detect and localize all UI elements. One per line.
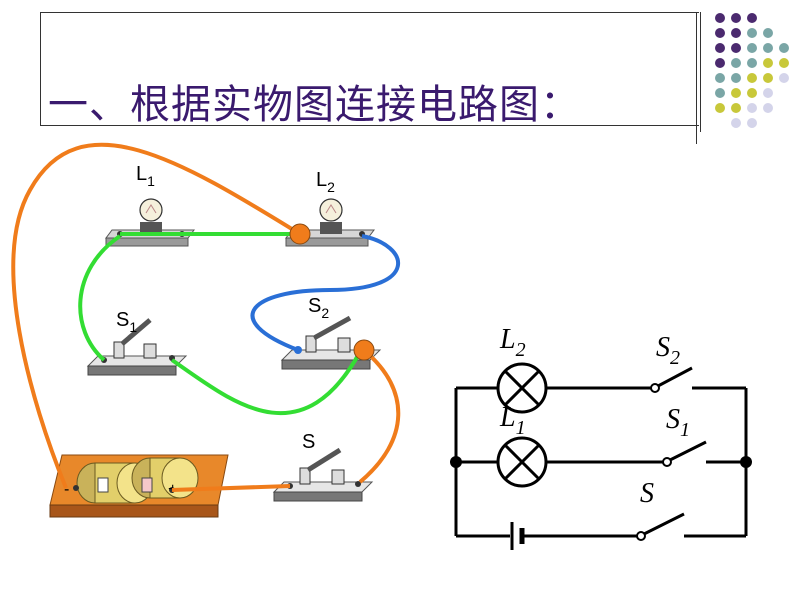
wire-s-s2-orange [358,350,401,484]
page-title: 一、根据实物图连接电路图： [48,82,581,128]
decorative-dot-grid [715,13,789,128]
battery-minus-sign: - [64,481,69,498]
label-l1: L1 [136,163,155,189]
switch-s1 [86,318,188,376]
schematic-s2-pivot [650,383,660,393]
schematic-label-s: S [640,478,654,509]
title-frame-right-rule-2 [700,12,701,132]
bulb-l2 [285,198,375,247]
switch-s [272,447,374,502]
title-frame [40,12,699,126]
schematic-node-right [740,456,752,468]
junction-s2-terminal [353,339,375,361]
schematic-s1-pivot [662,457,672,467]
schematic-lamp-l1 [496,436,548,488]
wire-l1-s1-green [78,234,122,362]
title-frame-right-rule [696,12,697,144]
schematic-label-l1: L1 [499,402,526,439]
label-s: S [302,431,315,453]
label-s2: S2 [308,295,329,321]
schematic-label-s1: S1 [666,404,690,441]
schematic-label-s2: S2 [656,332,680,369]
junction-l2-terminal [289,223,311,245]
battery-holder [49,454,229,518]
wire-s1-s2-green [170,351,362,416]
label-s1: S1 [116,309,137,335]
wire-battery-s-orange [171,484,291,492]
schematic-label-l2: L2 [499,324,526,361]
label-l2: L2 [316,169,335,195]
wire-l2-s2-blue [250,234,400,352]
wire-l2-battery-orange [11,142,302,489]
schematic-node-left [450,456,462,468]
schematic-s-pivot [636,531,646,541]
junction-s2-blue [294,346,302,354]
schematic-lamp-l2 [496,362,548,414]
